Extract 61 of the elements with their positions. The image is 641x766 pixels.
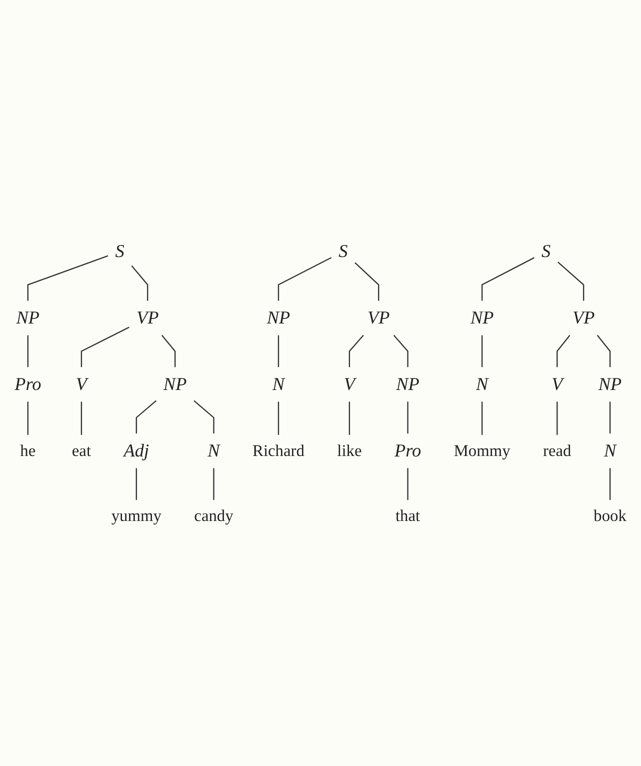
node-text: NP [470, 308, 494, 328]
connector [354, 262, 380, 301]
node-text: he [20, 441, 36, 460]
node-text: V [76, 374, 88, 394]
connector [481, 335, 483, 368]
node-text: Richard [252, 441, 304, 460]
node-text: read [543, 441, 572, 460]
connector [136, 400, 157, 434]
node-text: Pro [394, 440, 422, 461]
node-text: like [337, 441, 362, 460]
node-text: eat [72, 441, 91, 460]
connector [481, 257, 534, 301]
node-text: NP [598, 374, 622, 394]
connector [161, 334, 176, 368]
connector [558, 262, 584, 301]
connector [213, 468, 214, 500]
node-text: VP [572, 308, 595, 328]
node-text: VP [367, 308, 390, 328]
node-text: yummy [111, 506, 162, 524]
connector [80, 402, 82, 435]
node-text: V [344, 374, 355, 394]
connector [27, 335, 28, 368]
node-text: book [594, 506, 626, 524]
connector [136, 468, 137, 500]
node-text: NP [16, 308, 40, 328]
node-text: S [542, 242, 551, 262]
connector [278, 335, 280, 368]
node-text: Mommy [454, 441, 510, 460]
node-text: VP [136, 308, 159, 328]
connector [556, 402, 558, 435]
node-text: N [476, 374, 488, 394]
connector [194, 400, 214, 434]
connector [27, 255, 108, 301]
node-text: Adj [124, 440, 150, 461]
connector [596, 334, 611, 368]
connector [348, 334, 364, 368]
connector [556, 334, 570, 368]
node-text: S [338, 242, 348, 262]
connector [393, 334, 408, 368]
node-text: that [396, 506, 420, 524]
node-text: NP [163, 374, 187, 394]
connector [278, 257, 332, 301]
node-text: NP [266, 308, 290, 328]
connector [348, 402, 350, 435]
node-text: N [604, 440, 616, 461]
node-text: Pro [14, 374, 42, 394]
node-text: candy [194, 506, 234, 524]
node-text: V [552, 374, 563, 394]
connector [80, 326, 130, 368]
node-text: N [272, 374, 285, 394]
connector [278, 402, 280, 435]
connector [609, 468, 611, 500]
connector [407, 402, 408, 434]
connector [27, 402, 28, 435]
node-text: NP [396, 374, 420, 394]
connector [407, 468, 408, 500]
connector [481, 402, 483, 435]
connector [131, 265, 148, 301]
node-text: S [115, 242, 124, 262]
connector [609, 402, 611, 434]
node-text: N [208, 440, 220, 461]
